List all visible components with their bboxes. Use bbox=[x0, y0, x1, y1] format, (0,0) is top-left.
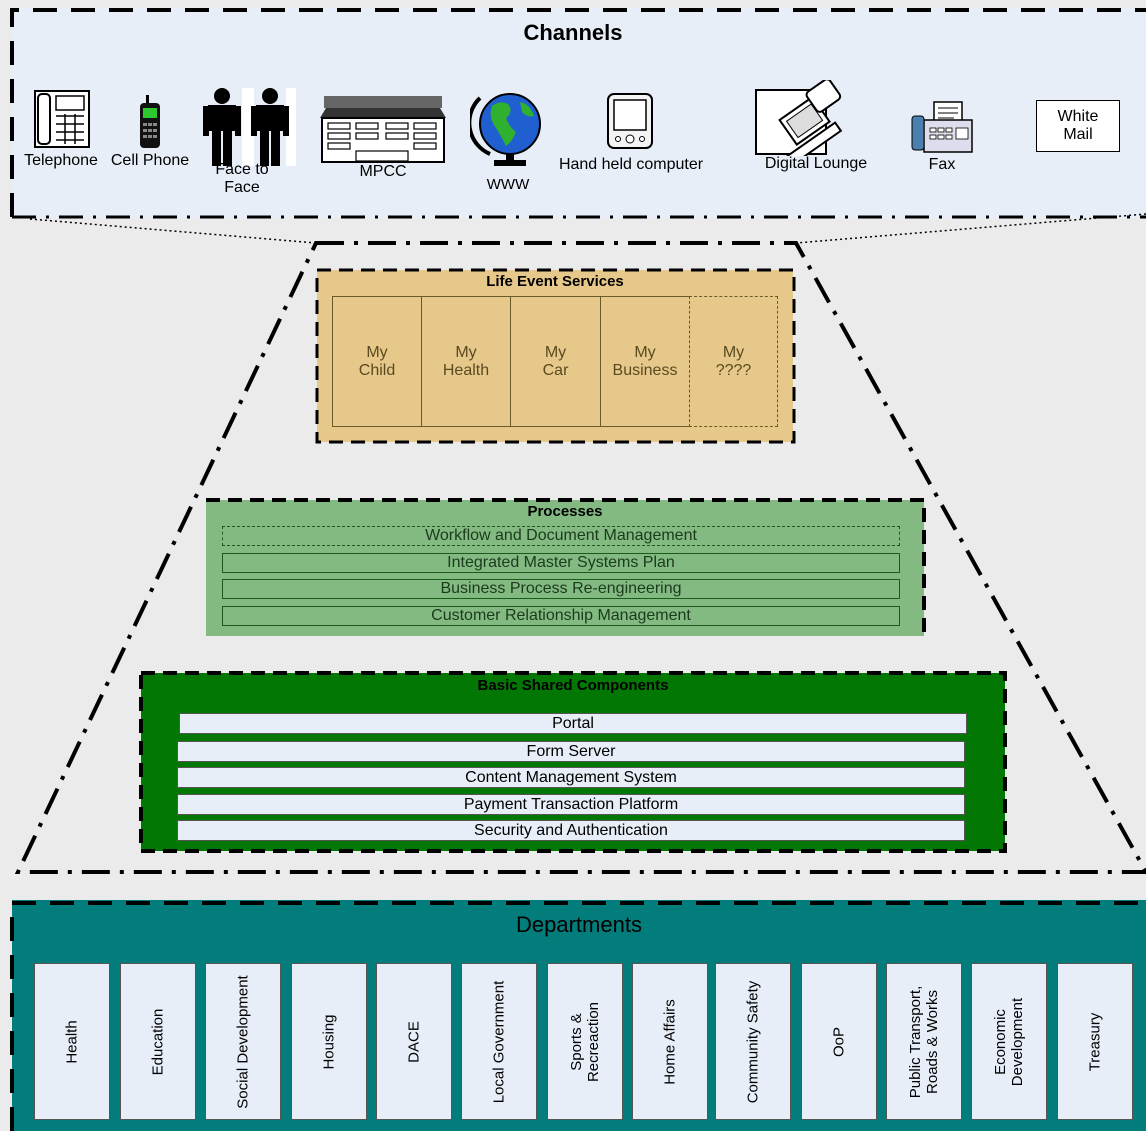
department-health: Health bbox=[34, 963, 110, 1120]
process-workflow: Workflow and Document Management bbox=[222, 526, 900, 546]
right-dotted-connector bbox=[795, 213, 1146, 244]
channel-label-face-to-face: Face to Face bbox=[215, 161, 269, 196]
basic-border bbox=[139, 671, 1007, 853]
life-event-my-unknown: My ???? bbox=[689, 296, 778, 427]
life-event-my-child: My Child bbox=[332, 296, 422, 427]
left-dotted-connector bbox=[29, 218, 317, 244]
life-event-services-title: Life Event Services bbox=[486, 273, 624, 290]
process-business-process-reengineering: Business Process Re-engineering bbox=[222, 579, 900, 599]
component-content-management-system: Content Management System bbox=[177, 767, 965, 788]
department-home-affairs: Home Affairs bbox=[632, 963, 708, 1120]
process-customer-relationship-management: Customer Relationship Management bbox=[222, 606, 900, 626]
departments-border bbox=[10, 901, 1146, 1131]
life-event-my-health: My Health bbox=[421, 296, 511, 427]
channel-label-mpcc: MPCC bbox=[359, 163, 407, 180]
component-payment-transaction-platform: Payment Transaction Platform bbox=[177, 794, 965, 815]
department-sports-recreation: Sports & Recreaction bbox=[547, 963, 623, 1120]
department-housing: Housing bbox=[291, 963, 367, 1120]
globe-icon bbox=[470, 93, 541, 166]
channel-label-digital-lounge: Digital Lounge bbox=[764, 155, 868, 172]
departments-title: Departments bbox=[516, 912, 642, 937]
department-education: Education bbox=[120, 963, 196, 1120]
department-public-transport: Public Transport, Roads & Works bbox=[886, 963, 962, 1120]
department-dace: DACE bbox=[376, 963, 452, 1120]
pyramid-outline bbox=[14, 241, 1146, 874]
component-form-server: Form Server bbox=[177, 741, 965, 762]
process-integrated-master-systems-plan: Integrated Master Systems Plan bbox=[222, 553, 900, 573]
channel-label-www: WWW bbox=[486, 176, 530, 193]
channel-label-cell-phone: Cell Phone bbox=[110, 152, 190, 169]
life-border bbox=[315, 268, 796, 444]
channel-white-mail: White Mail bbox=[1036, 100, 1120, 152]
department-oop: OoP bbox=[801, 963, 877, 1120]
building-icon bbox=[320, 96, 446, 163]
channel-label-hand-held-computer: Hand held computer bbox=[558, 156, 704, 173]
basic-shared-components-title: Basic Shared Components bbox=[477, 677, 669, 694]
people-icon bbox=[203, 88, 296, 166]
telephone-icon bbox=[34, 90, 90, 148]
computer-icon bbox=[755, 80, 843, 156]
channel-label-telephone: Telephone bbox=[24, 152, 98, 169]
processes-border bbox=[206, 498, 926, 636]
processes-panel bbox=[206, 500, 924, 636]
department-community-safety: Community Safety bbox=[715, 963, 791, 1120]
department-economic-development: Economic Development bbox=[971, 963, 1047, 1120]
department-treasury: Treasury bbox=[1057, 963, 1133, 1120]
life-event-my-business: My Business bbox=[600, 296, 690, 427]
processes-title: Processes bbox=[527, 503, 603, 520]
channel-label-fax: Fax bbox=[928, 156, 956, 173]
department-local-government: Local Government bbox=[461, 963, 537, 1120]
component-security-and-authentication: Security and Authentication bbox=[177, 820, 965, 841]
component-portal: Portal bbox=[179, 713, 967, 734]
channels-border bbox=[10, 8, 1146, 217]
pda-icon bbox=[607, 93, 653, 149]
department-social-development: Social Development bbox=[205, 963, 281, 1120]
life-event-my-car: My Car bbox=[510, 296, 601, 427]
cell-phone-icon bbox=[140, 95, 160, 148]
channels-title: Channels bbox=[523, 20, 623, 45]
fax-icon bbox=[911, 101, 973, 153]
